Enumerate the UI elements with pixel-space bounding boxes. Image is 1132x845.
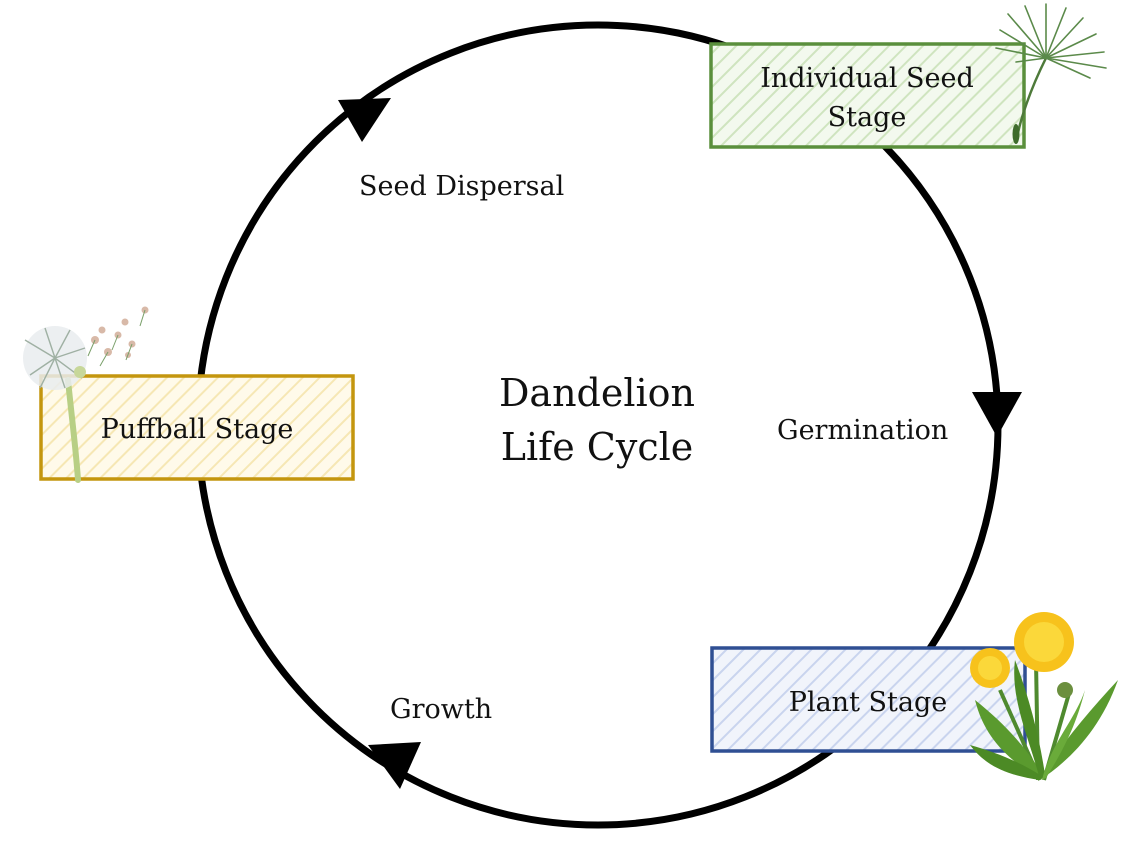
dandelion-seed-icon (995, 3, 1107, 144)
individual-seed-box (709, 42, 1026, 149)
individual-seed-label-line1: Individual Seed (760, 63, 974, 94)
individual-seed-stage: Individual Seed Stage (709, 3, 1107, 149)
puffball-box (39, 374, 355, 481)
plant-stage: Plant Stage (710, 612, 1118, 781)
puffball-stage: Puffball Stage (23, 306, 355, 483)
arrow-seed-dispersal (338, 98, 391, 142)
dandelion-plant-icon (970, 612, 1118, 781)
diagram-title-line2: Life Cycle (501, 425, 694, 469)
dandelion-puffball-icon (23, 306, 149, 483)
puffball-label: Puffball Stage (101, 414, 294, 445)
arrow-growth (368, 742, 421, 789)
transition-growth: Growth (390, 694, 492, 725)
transition-seed-dispersal: Seed Dispersal (359, 171, 564, 202)
transition-germination: Germination (777, 415, 948, 446)
arrow-germination (972, 392, 1022, 437)
plant-label: Plant Stage (789, 687, 947, 718)
individual-seed-label-line2: Stage (828, 102, 907, 133)
diagram-title-line1: Dandelion (499, 371, 695, 415)
